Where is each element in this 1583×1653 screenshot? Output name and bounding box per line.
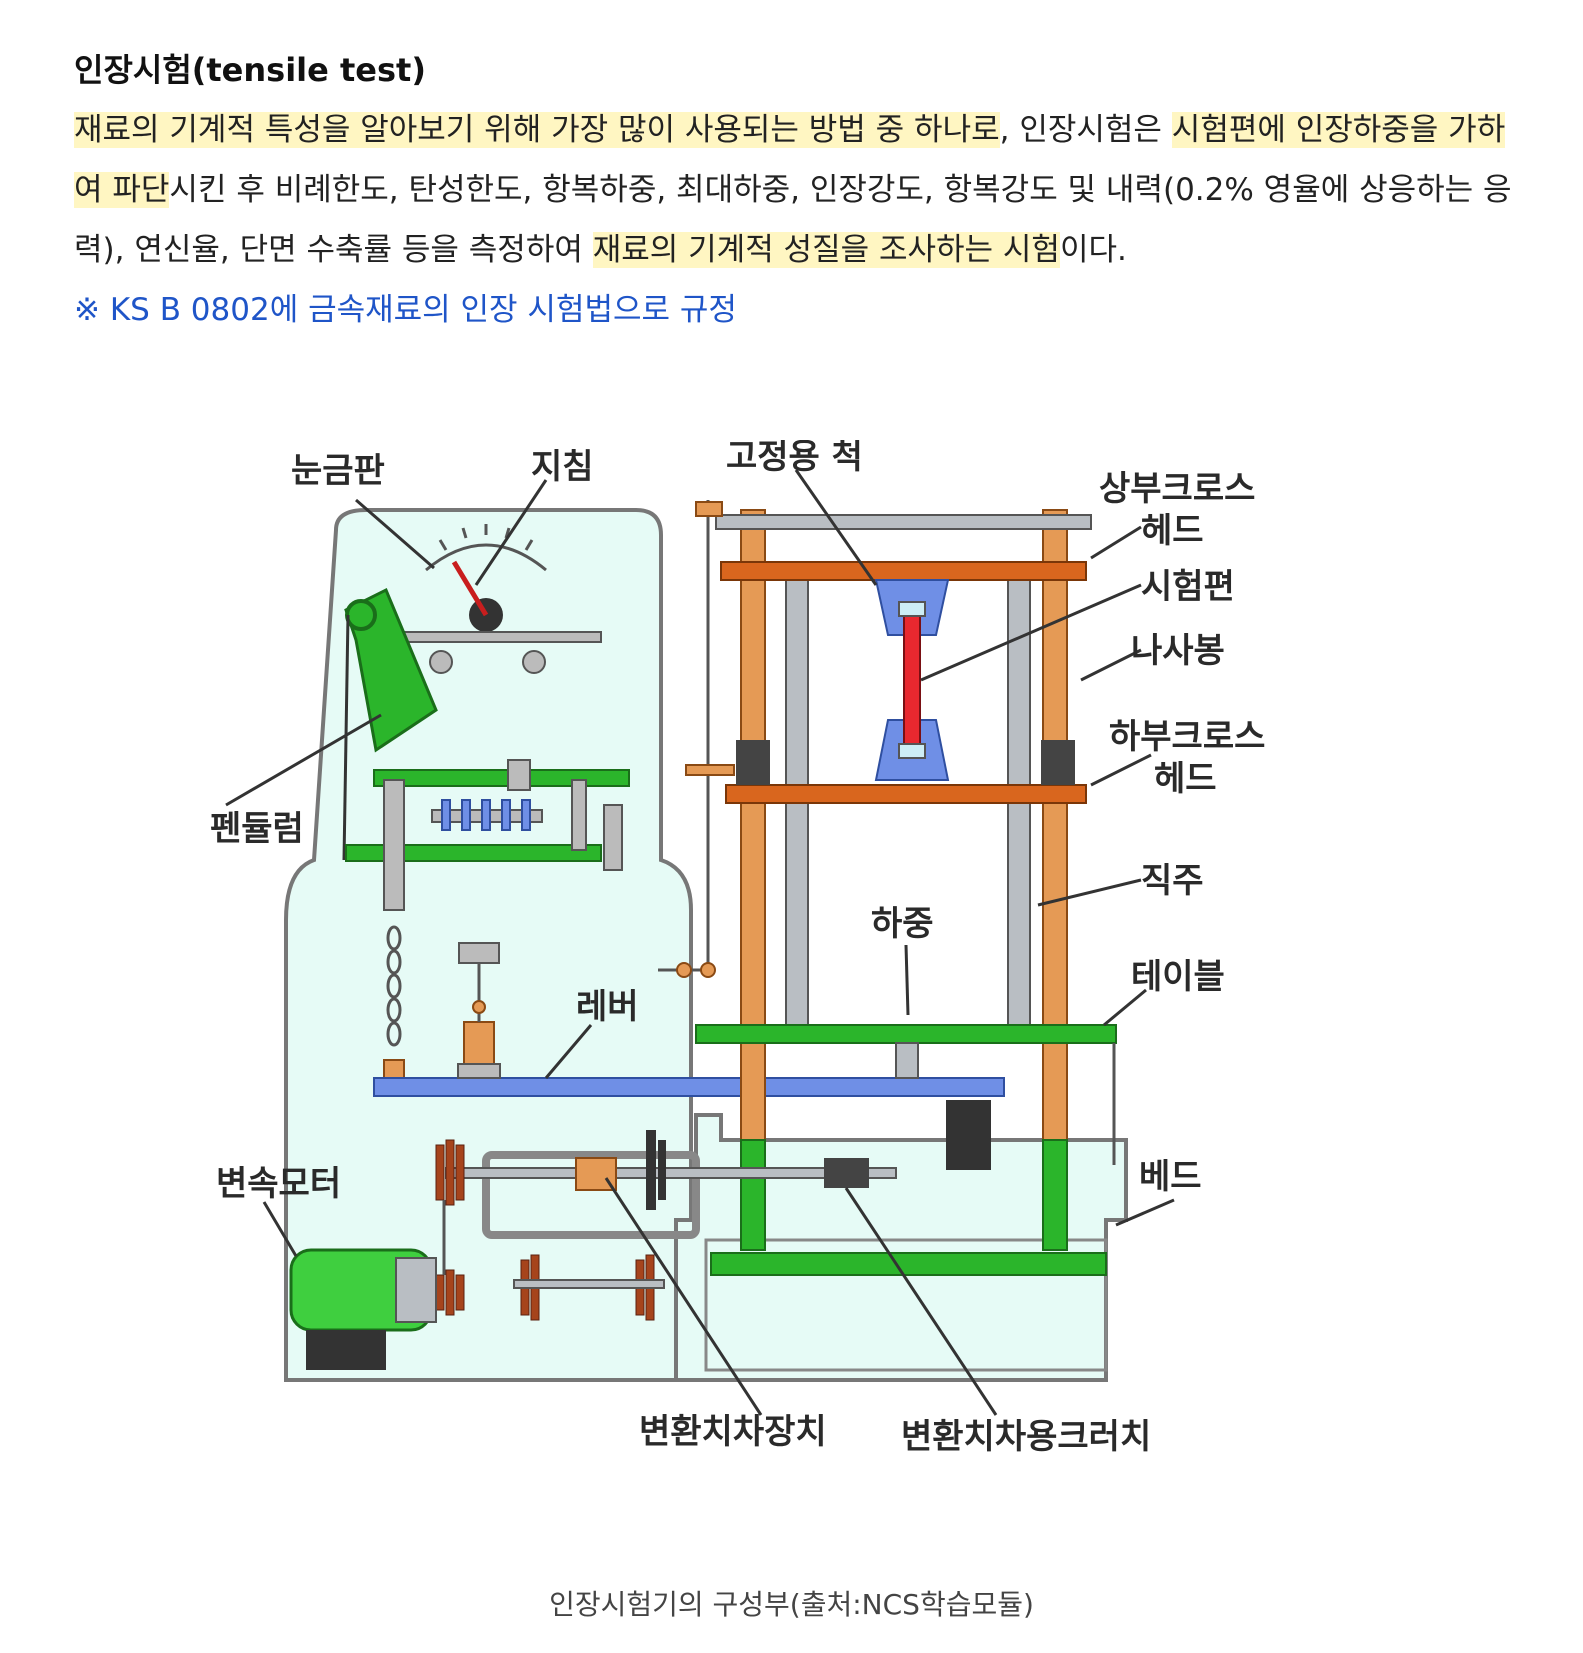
specimen-head	[898, 601, 926, 617]
lower-crosshead-nut	[736, 740, 770, 785]
lower-shaft	[513, 1279, 665, 1289]
bed-inner	[704, 1238, 1108, 1372]
pendulum-pivot	[345, 599, 377, 631]
lever-fulcrum-base	[457, 1063, 501, 1079]
control-rod-cap	[695, 501, 723, 517]
label-lower-crosshead-1: 하부크로스	[1109, 717, 1265, 757]
chain	[386, 925, 402, 1047]
lower-crosshead	[725, 784, 1087, 804]
label-column: 직주	[1141, 861, 1204, 901]
fulcrum-cap	[458, 942, 500, 964]
screw-rod-left-lower	[740, 1139, 766, 1251]
section-heading: 인장시험(tensile test)	[74, 51, 426, 89]
screw-rod-left	[740, 509, 766, 1141]
pendulum-arm	[342, 614, 350, 861]
lever-fulcrum-post	[463, 1021, 495, 1065]
definition-paragraph: 재료의 기계적 특성을 알아보기 위해 가장 많이 사용되는 방법 중 하나로,…	[74, 100, 1514, 280]
specimen-head	[898, 743, 926, 759]
upper-green-beam	[373, 769, 630, 787]
pendulum-shape	[344, 587, 438, 753]
label-load: 하중	[871, 904, 934, 944]
plain-segment: , 인장시험은	[999, 112, 1172, 148]
label-motor: 변속모터	[216, 1164, 341, 1204]
plain-segment: 이다.	[1059, 232, 1127, 268]
gear-housing	[482, 1151, 700, 1239]
label-gear-change-device: 변환치차장치	[639, 1412, 827, 1452]
diagram-svg: 눈금판 지침 고정용 척 상부크로스 헤드 시험편 나사봉 하부크로스 헤드 펜…	[210, 440, 1265, 1457]
top-plate	[715, 514, 1092, 530]
standard-note: ※ KS B 0802에 금속재료의 인장 시험법으로 규정	[74, 292, 737, 328]
motor-base	[306, 1330, 386, 1370]
lever-counterweight	[946, 1100, 991, 1170]
label-specimen: 시험편	[1141, 567, 1235, 607]
lever-bar	[373, 1077, 1005, 1097]
handle-knob	[676, 962, 692, 978]
rack-roller	[429, 650, 453, 674]
label-screw-rod: 나사봉	[1131, 631, 1225, 671]
motor-end	[395, 1257, 437, 1323]
label-scale-plate: 눈금판	[291, 451, 385, 491]
label-lever: 레버	[576, 987, 639, 1027]
leader-lines	[225, 469, 1175, 1416]
control-rod-clamp	[685, 764, 735, 776]
label-upper-crosshead-1: 상부크로스	[1099, 469, 1255, 509]
hanging-weight	[603, 804, 623, 871]
handle-knob	[700, 962, 716, 978]
bed-green-plate	[710, 1252, 1107, 1276]
rack-bar	[400, 631, 602, 643]
table-ram	[895, 1042, 919, 1079]
tensile-tester-diagram: 눈금판 지침 고정용 척 상부크로스 헤드 시험편 나사봉 하부크로스 헤드 펜…	[196, 440, 1396, 1560]
lower-crosshead-nut	[1041, 740, 1075, 785]
screw-rod-right	[1042, 509, 1068, 1141]
label-upper-crosshead-2: 헤드	[1141, 511, 1204, 551]
weight-set	[431, 799, 543, 831]
specimen-bar	[903, 614, 921, 746]
plain-segment: 시킨 후 비례한도, 탄성한도, 항복하중, 최대하중, 인장강도, 항복강도 …	[74, 172, 1512, 268]
bed-frame	[674, 1113, 1128, 1382]
dial-needle	[451, 560, 489, 617]
highlight-segment: 재료의 기계적 성질을 조사하는 시험	[592, 232, 1060, 268]
label-bed: 베드	[1139, 1157, 1202, 1197]
upper-crosshead	[720, 561, 1087, 581]
gear-wheel	[646, 1130, 666, 1210]
label-gear-change-clutch: 변환치차용크러치	[901, 1417, 1151, 1457]
load-rod	[383, 779, 405, 911]
clutch-block	[824, 1158, 869, 1188]
figure-caption: 인장시험기의 구성부(출처:NCS학습모듈)	[549, 1588, 1034, 1621]
rack-roller	[522, 650, 546, 674]
lower-green-beam	[345, 844, 602, 862]
highlight-segment: 재료의 기계적 특성을 알아보기 위해 가장 많이 사용되는 방법 중 하나로	[74, 112, 1000, 148]
table-plate	[695, 1024, 1117, 1044]
pulley-left	[435, 1139, 465, 1206]
fulcrum-ball	[472, 1000, 486, 1014]
column-left	[785, 569, 809, 1041]
label-fixing-chuck: 고정용 척	[726, 440, 863, 477]
label-pointer: 지침	[531, 447, 594, 487]
label-table: 테이블	[1131, 957, 1225, 997]
dial-ticks	[438, 524, 534, 551]
weight-block	[507, 759, 531, 791]
side-rod	[571, 779, 587, 851]
screw-rod-right-lower	[1042, 1139, 1068, 1251]
article: 인장시험(tensile test) 재료의 기계적 특성을 알아보기 위해 가…	[74, 40, 1514, 340]
dial-scale	[425, 543, 547, 572]
label-pendulum: 펜듈럼	[210, 809, 304, 849]
label-lower-crosshead-2: 헤드	[1154, 759, 1217, 799]
